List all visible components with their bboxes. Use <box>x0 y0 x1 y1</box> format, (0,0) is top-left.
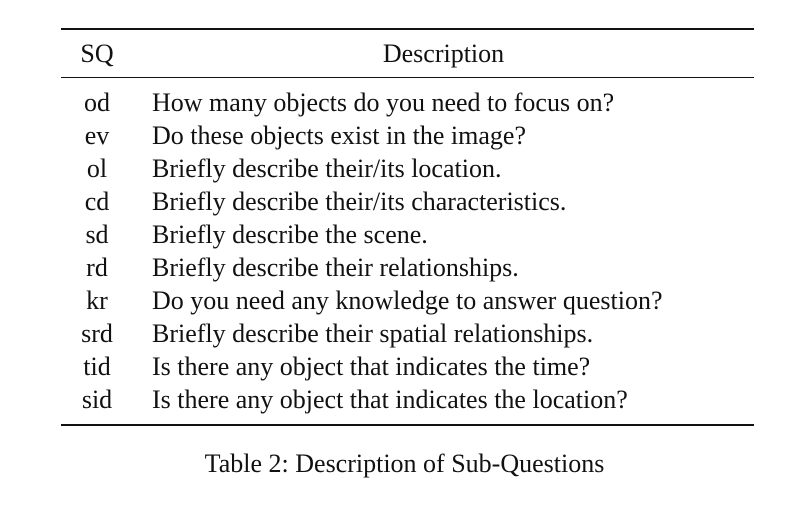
table-row: ol Briefly describe their/its location. <box>61 152 754 185</box>
table-caption: Table 2: Description of Sub-Questions <box>204 449 605 478</box>
row-description: Briefly describe the scene. <box>152 219 428 249</box>
row-sq: cd <box>84 186 110 216</box>
row-sq: sd <box>85 219 109 249</box>
row-description: Is there any object that indicates the t… <box>152 351 591 381</box>
row-description: Briefly describe their/its location. <box>152 153 502 183</box>
table-row: srd Briefly describe their spatial relat… <box>61 317 754 350</box>
table-header: SQ Description <box>61 30 754 77</box>
table-row: kr Do you need any knowledge to answer q… <box>61 284 754 317</box>
row-description: How many objects do you need to focus on… <box>152 87 615 117</box>
row-sq: tid <box>83 351 111 381</box>
bottom-rule <box>61 424 754 426</box>
row-sq: ev <box>84 120 110 150</box>
row-sq: srd <box>81 318 113 348</box>
top-rule <box>61 28 754 30</box>
row-sq: ol <box>86 153 108 183</box>
row-description: Is there any object that indicates the l… <box>152 384 628 414</box>
header-description: Description <box>382 38 505 68</box>
row-sq: kr <box>86 285 108 315</box>
table-row: tid Is there any object that indicates t… <box>61 350 754 383</box>
header-sq: SQ <box>80 38 114 68</box>
row-description: Briefly describe their relationships. <box>152 252 519 282</box>
table-row: sd Briefly describe the scene. <box>61 218 754 251</box>
row-description: Do these objects exist in the image? <box>152 120 527 150</box>
table-row: rd Briefly describe their relationships. <box>61 251 754 284</box>
row-description: Briefly describe their spatial relations… <box>152 318 594 348</box>
row-sq: sid <box>81 384 113 414</box>
row-description: Briefly describe their/its characteristi… <box>152 186 567 216</box>
table-row: od How many objects do you need to focus… <box>61 86 754 119</box>
row-sq: rd <box>86 252 108 282</box>
row-description: Do you need any knowledge to answer ques… <box>152 285 663 315</box>
sub-questions-table: SQ Description od How many objects do yo… <box>61 28 754 426</box>
table-row: ev Do these objects exist in the image? <box>61 119 754 152</box>
table-row: cd Briefly describe their/its characteri… <box>61 185 754 218</box>
header-rule <box>61 77 754 78</box>
table-row: sid Is there any object that indicates t… <box>61 383 754 416</box>
table-body: od How many objects do you need to focus… <box>61 78 754 424</box>
row-sq: od <box>84 87 110 117</box>
